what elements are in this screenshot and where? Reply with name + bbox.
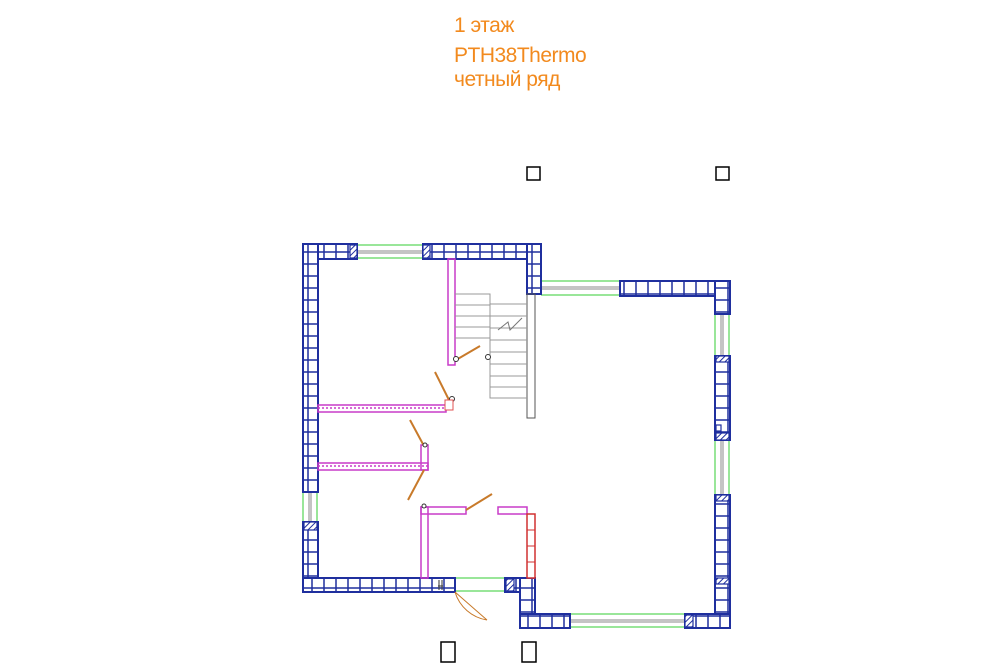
door-room-upper <box>434 371 451 403</box>
wall-right-low <box>714 494 731 629</box>
marker-top-left <box>526 166 541 181</box>
window-right-middle <box>714 440 730 495</box>
wall-bottom-left <box>302 577 456 593</box>
door-entry <box>454 591 488 621</box>
red-wall <box>526 513 536 579</box>
marker-bottom-right <box>521 641 537 663</box>
hatched-blocks <box>303 244 730 628</box>
partition-bath-top-a <box>420 506 467 515</box>
wall-top-left-b <box>422 243 542 260</box>
window-bottom-right <box>570 613 685 628</box>
floor-label: 1 этаж <box>454 14 514 37</box>
product-label: PTH38Thermo <box>454 44 587 67</box>
partition-bath-top-b <box>497 506 528 515</box>
marker-top-right <box>715 166 730 181</box>
wall-top-right <box>619 280 731 297</box>
partition-bath-vertical <box>420 506 429 579</box>
window-top-left <box>357 244 423 259</box>
doors <box>407 345 493 621</box>
partition-stair-left <box>447 258 456 366</box>
details <box>421 354 491 590</box>
window-top-right <box>541 280 620 296</box>
marker-bottom-left <box>440 641 456 663</box>
wall-center-upper <box>526 243 542 295</box>
wall-bottom-right-a <box>519 613 571 629</box>
outer-walls <box>302 243 731 629</box>
door-room-middle <box>409 419 425 447</box>
reference-markers <box>440 166 730 663</box>
partitions <box>317 258 528 579</box>
window-entry <box>455 577 505 592</box>
window-right-upper <box>714 314 730 356</box>
windows <box>302 244 730 628</box>
door-room-lower <box>407 469 425 501</box>
staircase <box>455 293 536 419</box>
door-bath <box>465 493 493 511</box>
wall-left-upper <box>302 243 319 493</box>
row-label: четный ряд <box>454 68 560 91</box>
wall-right-top <box>714 280 731 315</box>
window-left <box>302 492 318 522</box>
door-stair <box>455 345 481 361</box>
